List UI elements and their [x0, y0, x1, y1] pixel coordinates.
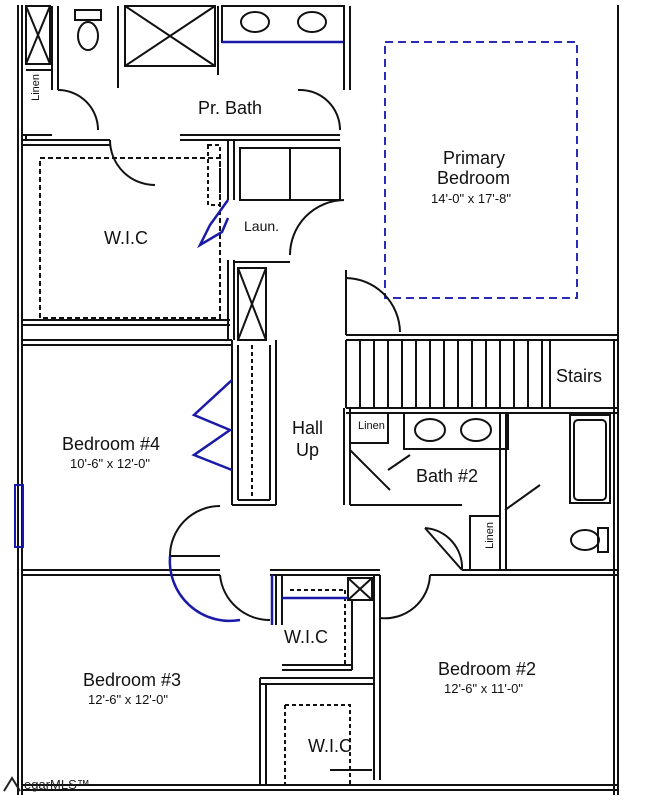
sink-1: [240, 11, 270, 33]
label-linen-vertical: Linen: [484, 522, 496, 549]
label-bedroom3: Bedroom #3: [83, 670, 182, 690]
label-primary-bedroom-dims: 14'-0" x 17'-8": [431, 191, 511, 206]
label-primary-bedroom-1: Primary: [443, 148, 505, 168]
stairs-treads: [345, 340, 551, 408]
label-bedroom4-dims: 10'-6" x 12'-0": [70, 456, 150, 471]
tub: [569, 414, 611, 504]
sink-2: [297, 11, 327, 33]
label-linen-bath2: Linen: [358, 420, 385, 432]
shower: [124, 5, 216, 67]
label-bedroom2-dims: 12'-6" x 11'-0": [444, 681, 523, 696]
label-wic-top: W.I.C: [104, 228, 148, 248]
hvac-box: [347, 577, 373, 601]
label-primary-bedroom-2: Bedroom: [437, 168, 511, 188]
mls-watermark: egarMLS™: [2, 775, 90, 793]
label-bath2: Bath #2: [416, 466, 479, 486]
primary-bedroom-tray: [384, 41, 578, 299]
toilet-primary: [77, 21, 99, 51]
toilet-bath2: [570, 529, 600, 551]
laundry-cabinet: [237, 267, 267, 341]
label-linen-top-left: Linen: [30, 74, 42, 101]
linen-closet-top-left: [25, 5, 51, 65]
label-pr-bath: Pr. Bath: [198, 98, 263, 118]
label-stairs: Stairs: [556, 366, 603, 386]
wic-shelf: [39, 157, 221, 319]
label-hall: Hall: [292, 418, 324, 438]
label-bedroom2: Bedroom #2: [438, 659, 537, 679]
house-logo-icon: [3, 776, 21, 792]
label-wic-bottom: W.I.C: [308, 736, 352, 756]
label-laundry: Laun.: [244, 218, 280, 234]
vanity-bath2: [403, 412, 509, 450]
label-wic-mid: W.I.C: [284, 627, 328, 647]
watermark-text: egarMLS™: [24, 776, 90, 792]
label-up: Up: [296, 440, 320, 460]
label-bedroom3-dims: 12'-6" x 12'-0": [88, 692, 168, 707]
label-bedroom4: Bedroom #4: [62, 434, 161, 454]
